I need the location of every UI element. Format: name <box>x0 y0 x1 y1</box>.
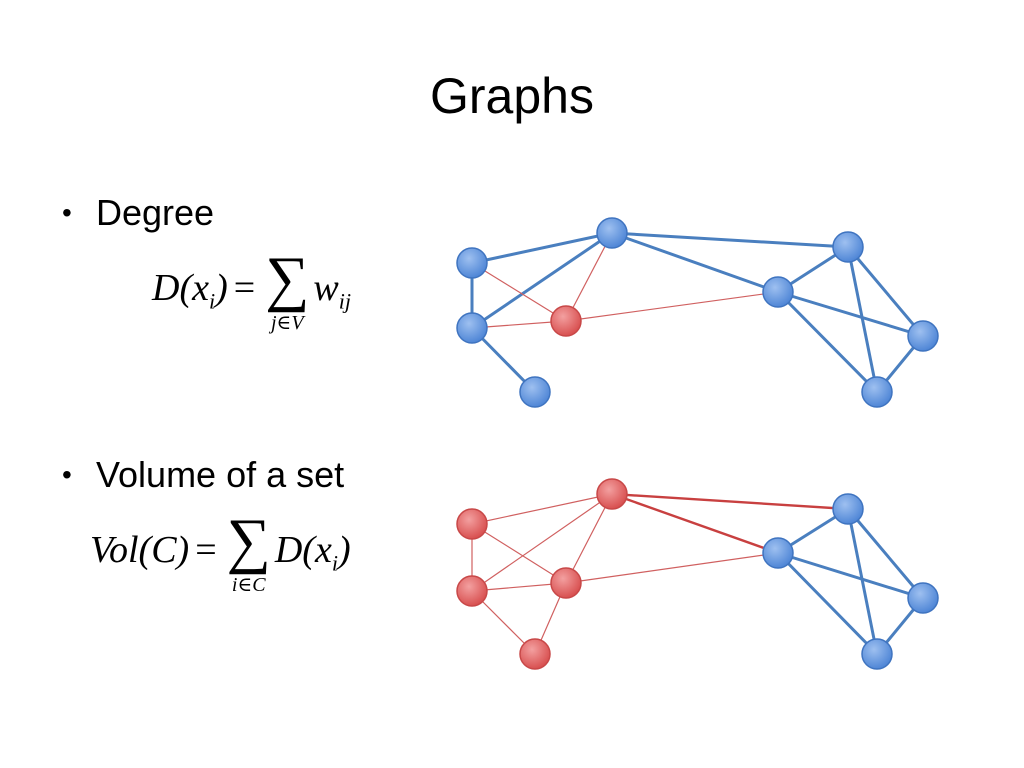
degree-graph-edge-BF <box>610 231 850 249</box>
volume-graph-node-blue-I <box>861 638 893 670</box>
volume-graph-edge-BG <box>610 492 780 555</box>
volume-formula-lhs: Vol(C) <box>90 529 190 571</box>
bullet-marker: • <box>62 459 72 490</box>
volume-graph-node-red-E <box>519 638 551 670</box>
degree-graph-edge-DG <box>565 291 779 322</box>
volume-graph-node-red-C <box>456 575 488 607</box>
volume-graph-node-red-A <box>456 508 488 540</box>
volume-graph-edge-AD <box>471 523 567 584</box>
degree-graph-edge-FI <box>846 245 879 394</box>
degree-graph-node-blue-A <box>456 247 488 279</box>
degree-formula-lhs: D(xi) <box>152 267 228 314</box>
volume-graph-edge-DB <box>565 493 613 584</box>
degree-graph-node-blue-I <box>861 376 893 408</box>
degree-graph-edge-GH <box>776 290 925 338</box>
volume-formula-rhs: D(xi) <box>274 529 351 576</box>
degree-graph-edge-AD <box>471 262 567 322</box>
bullet-volume: • Volume of a set <box>62 453 344 497</box>
volume-formula-equals: = <box>195 529 217 571</box>
degree-graph-edge-BG <box>610 231 780 294</box>
volume-formula-sum: ∑ i∈C <box>227 510 271 596</box>
slide-title: Graphs <box>430 68 594 124</box>
volume-graph-edge-FH <box>846 507 925 600</box>
volume-graph-node-red-D <box>550 567 582 599</box>
sum-index: i∈C <box>231 574 266 596</box>
volume-graph-node-red-B <box>596 478 628 510</box>
bullet-marker: • <box>62 197 72 228</box>
volume-graph-edge-DG <box>565 552 779 584</box>
degree-graph-edge-GI <box>776 290 879 394</box>
degree-formula-sum: ∑ j∈V <box>265 248 309 334</box>
degree-graph-node-blue-B <box>596 217 628 249</box>
volume-graph-edge-BF <box>610 492 850 511</box>
degree-graph-edge-DB <box>565 232 613 322</box>
degree-graph-node-red-D <box>550 305 582 337</box>
volume-formula: Vol(C) = ∑ i∈C D(xi) <box>90 510 351 596</box>
volume-graph-edge-CB <box>471 493 613 592</box>
degree-graph-edge-FH <box>846 245 925 338</box>
degree-graph-edge-AB <box>470 231 614 265</box>
volume-graph-node-blue-G <box>762 537 794 569</box>
degree-graph-node-blue-G <box>762 276 794 308</box>
degree-formula-rhs: wij <box>313 267 351 314</box>
volume-graph-node-blue-F <box>832 493 864 525</box>
volume-graph-edge-GH <box>776 551 925 600</box>
degree-formula: D(xi) = ∑ j∈V wij <box>152 248 351 334</box>
degree-graph-edge-CB <box>470 231 614 330</box>
degree-graph-node-blue-E <box>519 376 551 408</box>
bullet-volume-label: Volume of a set <box>96 454 345 495</box>
bullet-degree: • Degree <box>62 191 214 235</box>
volume-graph-node-blue-H <box>907 582 939 614</box>
volume-graph-edge-GI <box>776 551 879 656</box>
bullet-degree-label: Degree <box>96 192 215 233</box>
volume-graph-edge-FI <box>846 507 879 656</box>
degree-graph-node-blue-C <box>456 312 488 344</box>
degree-graph-node-blue-F <box>832 231 864 263</box>
degree-graph-node-blue-H <box>907 320 939 352</box>
sigma-symbol: ∑ <box>226 507 271 575</box>
sum-index: j∈V <box>271 312 304 334</box>
sigma-symbol: ∑ <box>265 245 310 313</box>
volume-graph-edge-AB <box>471 493 613 525</box>
degree-formula-equals: = <box>233 267 256 309</box>
